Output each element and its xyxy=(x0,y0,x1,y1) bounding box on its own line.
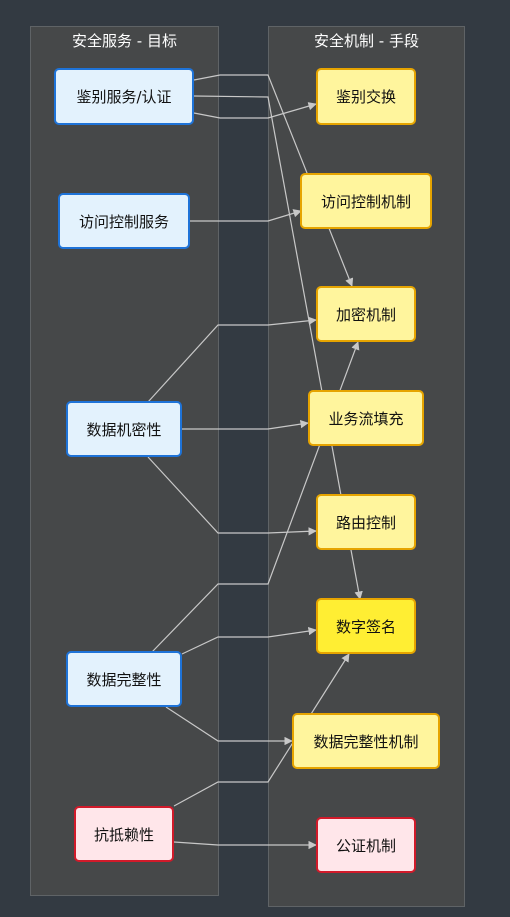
edge-access-to-access-control xyxy=(190,209,302,222)
service-integrity[interactable]: 数据完整性 xyxy=(66,651,182,707)
mechanism-digital-signature[interactable]: 数字签名 xyxy=(316,598,416,654)
services-lane-title: 安全服务 - 目标 xyxy=(72,32,177,50)
mechanism-access-control[interactable]: 访问控制机制 xyxy=(300,173,432,229)
edge-integrity-to-signature xyxy=(181,626,317,655)
service-nonrepudiation[interactable]: 抗抵赖性 xyxy=(74,806,174,862)
service-access-control[interactable]: 访问控制服务 xyxy=(58,193,190,249)
edge-integrity-to-integrity-mechanism xyxy=(165,706,293,746)
mechanism-traffic-padding[interactable]: 业务流填充 xyxy=(308,390,424,446)
services-lane: 安全服务 - 目标 xyxy=(30,26,219,896)
service-auth[interactable]: 鉴别服务/认证 xyxy=(54,68,194,125)
service-confidentiality[interactable]: 数据机密性 xyxy=(66,401,182,457)
mechanism-notarization[interactable]: 公证机制 xyxy=(316,817,416,873)
mechanism-data-integrity[interactable]: 数据完整性机制 xyxy=(292,713,440,769)
mechanism-encryption[interactable]: 加密机制 xyxy=(316,286,416,342)
edge-integrity-to-encryption xyxy=(151,341,360,653)
edge-auth-to-auth-exchange xyxy=(193,102,317,119)
edge-confidentiality-to-encryption xyxy=(147,316,317,403)
edge-nonrepudiation-to-notarization xyxy=(173,840,317,850)
edge-confidentiality-to-routing xyxy=(147,456,317,536)
mechanism-auth-exchange[interactable]: 鉴别交换 xyxy=(316,68,416,125)
mechanism-routing-control[interactable]: 路由控制 xyxy=(316,494,416,550)
mechanisms-lane-title: 安全机制 - 手段 xyxy=(314,32,419,50)
edge-confidentiality-to-padding xyxy=(182,419,309,430)
